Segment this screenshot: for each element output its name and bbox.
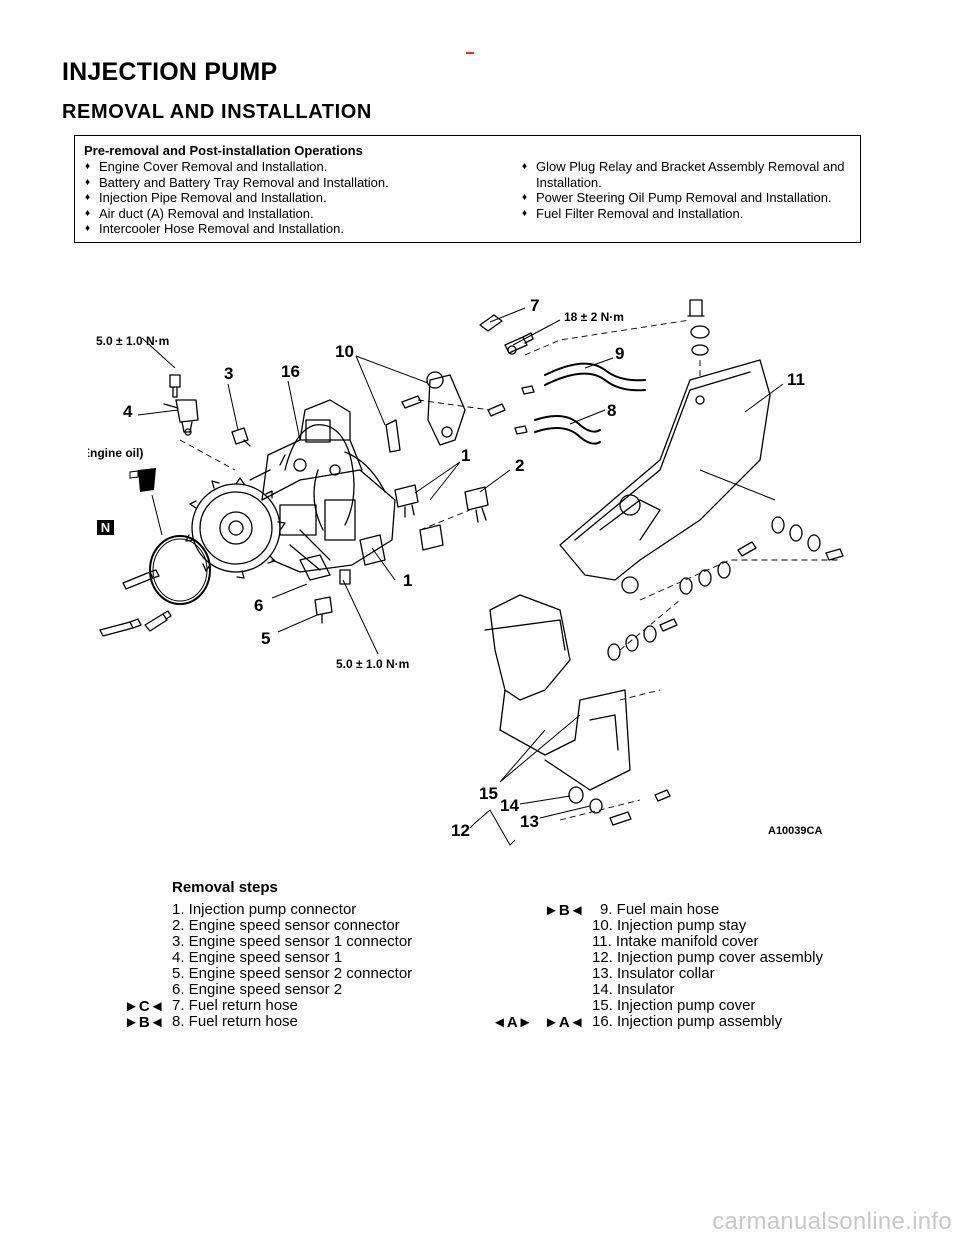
callout-3: 3 (224, 364, 233, 383)
callout-5: 5 (261, 629, 270, 648)
watermark: carmanualsonline.info (712, 1208, 952, 1235)
operation-item: Air duct (A) Removal and Installation. (84, 206, 474, 222)
removal-step: 11. Intake manifold cover (592, 933, 759, 950)
operation-item: Intercooler Hose Removal and Installatio… (84, 221, 474, 237)
operation-item: Battery and Battery Tray Removal and Ins… (84, 175, 474, 191)
n-mark-icon: N (97, 520, 114, 535)
figure-code: A10039CA (768, 825, 822, 837)
operation-item: Fuel Filter Removal and Installation. (521, 206, 856, 222)
removal-step: 2. Engine speed sensor connector (172, 917, 400, 934)
operation-item: Injection Pipe Removal and Installation. (84, 190, 474, 206)
removal-step: 10. Injection pump stay (592, 917, 747, 934)
exploded-diagram: N 3 16 10 4 7 9 8 11 1 2 1 6 5 15 14 13 … (88, 296, 844, 846)
page-subtitle: REMOVAL AND INSTALLATION (62, 101, 372, 123)
install-mark-b: ►B◄ (544, 902, 585, 919)
operation-item: Engine Cover Removal and Installation. (84, 159, 474, 175)
removal-step: 8. Fuel return hose (172, 1013, 298, 1030)
callout-4: 4 (123, 402, 133, 421)
svg-text:N: N (101, 520, 110, 535)
torque-label-sensor-2: 5.0 ± 1.0 N·m (336, 657, 409, 671)
removal-step: 1. Injection pump connector (172, 901, 357, 918)
callout-15: 15 (479, 784, 498, 803)
removal-step: 7. Fuel return hose (172, 997, 298, 1014)
removal-step: 16. Injection pump assembly (592, 1013, 783, 1030)
operations-left-list: Engine Cover Removal and Installation. B… (84, 159, 474, 237)
callout-8: 8 (607, 401, 616, 420)
removal-mark-a: ◄A► (492, 1014, 533, 1031)
callout-14: 14 (500, 796, 519, 815)
operation-item: Power Steering Oil Pump Removal and Inst… (521, 190, 856, 206)
engine-oil-label: (Engine oil) (88, 446, 143, 460)
removal-step: 15. Injection pump cover (592, 997, 756, 1014)
removal-step: 9. Fuel main hose (600, 901, 720, 918)
removal-step: 13. Insulator collar (592, 965, 715, 982)
callout-12: 12 (451, 821, 470, 840)
install-mark-c: ►C◄ (124, 998, 165, 1015)
install-mark-a: ►A◄ (544, 1014, 585, 1031)
removal-steps-title: Removal steps (172, 879, 278, 896)
callout-6: 6 (254, 596, 263, 615)
callout-2: 2 (515, 456, 524, 475)
callout-16: 16 (281, 362, 300, 381)
callout-13: 13 (520, 812, 539, 831)
install-mark-b: ►B◄ (124, 1014, 165, 1031)
removal-step: 12. Injection pump cover assembly (592, 949, 823, 966)
operations-box: Pre-removal and Post-installation Operat… (74, 135, 861, 243)
callout-10: 10 (335, 342, 354, 361)
operations-right-list: Glow Plug Relay and Bracket Assembly Rem… (521, 159, 856, 221)
removal-step: 3. Engine speed sensor 1 connector (172, 933, 413, 950)
callout-11: 11 (787, 370, 805, 389)
removal-step: 14. Insulator (592, 981, 675, 998)
engine-oil-can-icon (129, 468, 156, 492)
callout-7: 7 (530, 296, 539, 315)
header-dash-mark (466, 52, 474, 54)
injection-pump-drawing (185, 399, 396, 579)
removal-step: 4. Engine speed sensor 1 (172, 949, 343, 966)
callout-1-bottom: 1 (403, 571, 412, 590)
operation-item: Glow Plug Relay and Bracket Assembly Rem… (521, 159, 856, 190)
operations-title: Pre-removal and Post-installation Operat… (84, 143, 363, 158)
callout-9: 9 (615, 344, 624, 363)
callout-1-top: 1 (461, 446, 470, 465)
page-title: INJECTION PUMP (62, 58, 278, 86)
removal-step: 5. Engine speed sensor 2 connector (172, 965, 413, 982)
removal-step: 6. Engine speed sensor 2 (172, 981, 343, 998)
torque-label-hose-banjo: 18 ± 2 N·m (564, 310, 624, 324)
torque-label-sensor-1: 5.0 ± 1.0 N·m (96, 334, 169, 348)
